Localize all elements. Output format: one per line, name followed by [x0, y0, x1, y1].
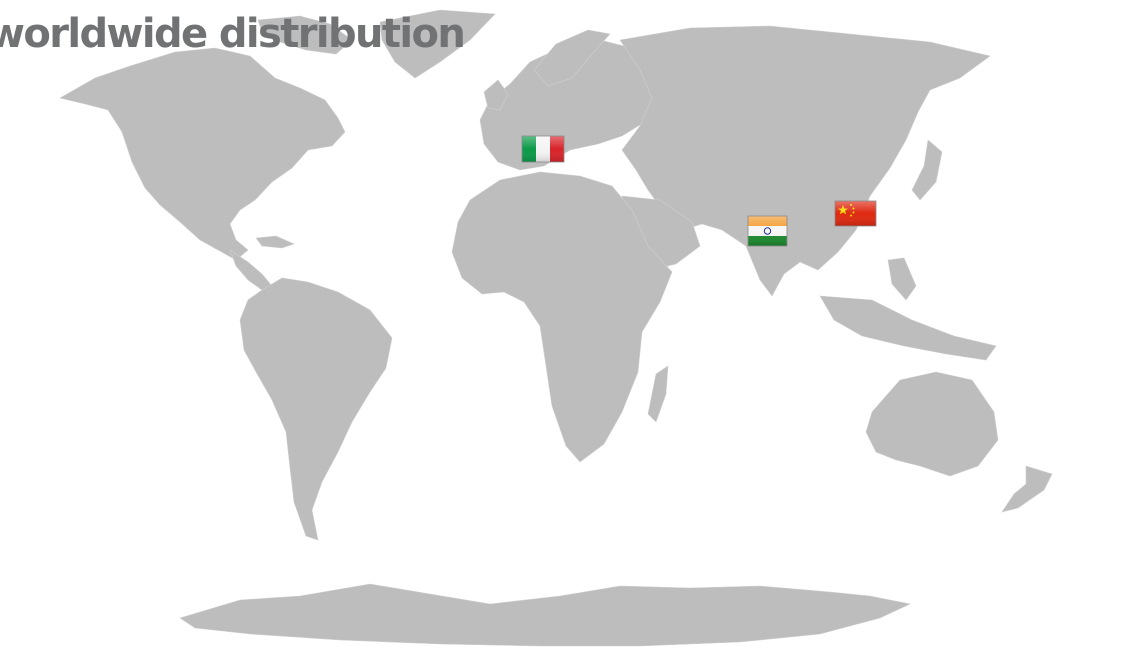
africa-landmass [451, 171, 673, 463]
madagascar-landmass [647, 365, 669, 423]
north-america-landmass [59, 47, 346, 261]
new-zealand-landmass [1001, 465, 1053, 513]
page-title: worldwide distribution [0, 11, 466, 57]
arctic-islands-landmass [257, 15, 353, 55]
philippines-landmass [887, 257, 917, 301]
india-flag-icon [747, 215, 788, 247]
australia-landmass [865, 371, 999, 477]
japan-landmass [911, 139, 943, 201]
antarctica-landmass [179, 583, 911, 647]
china-flag-icon [834, 200, 877, 227]
south-america-landmass [239, 277, 393, 541]
british-isles-landmass [483, 79, 509, 111]
greenland-landmass [379, 9, 496, 79]
asia-landmass [619, 25, 991, 297]
caribbean-islands-landmass [255, 235, 295, 249]
italy-flag-icon [521, 135, 565, 163]
scandinavia-landmass [533, 29, 611, 87]
southeast-asia-islands-landmass [819, 295, 997, 361]
central-america-landmass [229, 249, 273, 291]
